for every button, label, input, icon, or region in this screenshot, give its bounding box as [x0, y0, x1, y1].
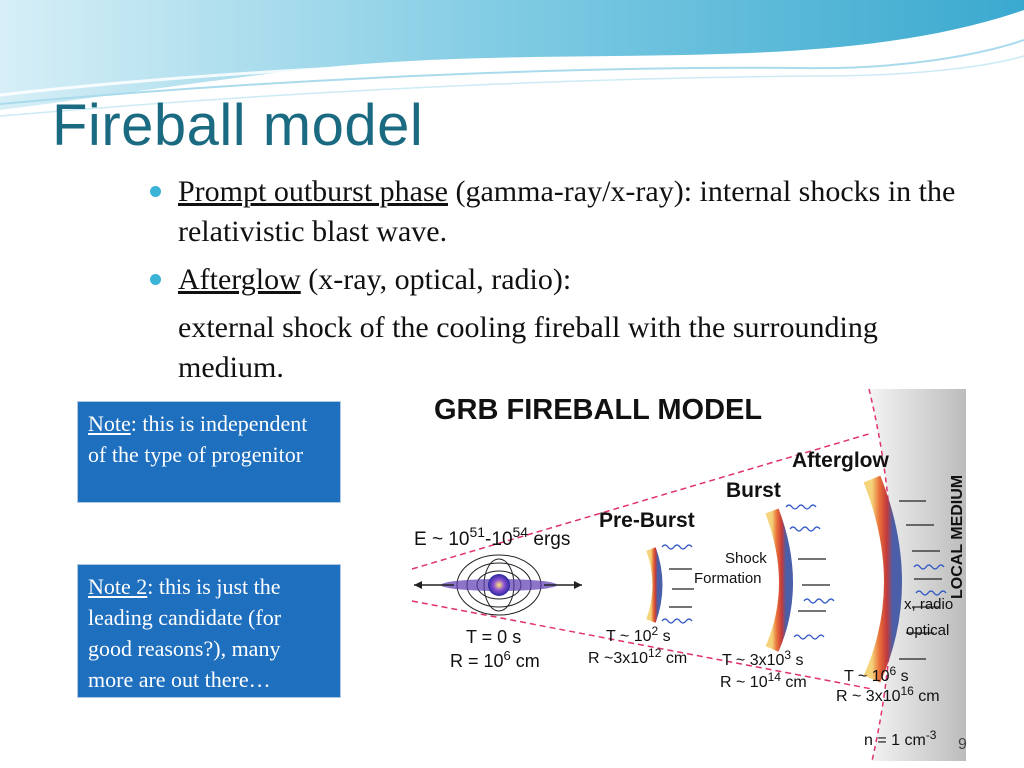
pre-burst-label: Pre-Burst: [599, 509, 695, 532]
burst-label: Burst: [726, 479, 781, 502]
formation-label: Formation: [694, 570, 762, 587]
page-number: 9: [958, 736, 967, 754]
r2-label: R ~ 1014 cm: [720, 670, 807, 691]
note-heading: Note: [88, 411, 131, 436]
bullet-dot-icon: [150, 186, 161, 197]
optical-label: optical: [906, 622, 949, 639]
bullet-prompt-phase: Prompt outburst phase (gamma-ray/x-ray):…: [148, 172, 968, 252]
note-heading: Note 2: [88, 574, 147, 599]
shock-label: Shock: [725, 550, 767, 567]
bullet-heading: Afterglow: [178, 263, 301, 296]
r1-label: R ~3x1012 cm: [588, 646, 687, 667]
bullet-text: (x-ray, optical, radio):: [301, 263, 571, 296]
diagram-title: GRB FIREBALL MODEL: [434, 394, 762, 426]
xradio-label: x, radio: [904, 596, 953, 613]
afterglow-paragraph: external shock of the cooling fireball w…: [148, 308, 968, 388]
grb-fireball-diagram: GRB FIREBALL MODEL E ~ 1051-10: [394, 389, 966, 761]
bullet-list: Prompt outburst phase (gamma-ray/x-ray):…: [148, 172, 968, 388]
afterglow-label: Afterglow: [792, 449, 889, 472]
t2-label: T ~ 3x103 s: [722, 648, 804, 669]
t3-label: T ~ 106 s: [844, 664, 909, 685]
slide-title: Fireball model: [52, 92, 423, 159]
r0-label: R = 106 cm: [450, 648, 540, 671]
bullet-heading: Prompt outburst phase: [178, 175, 448, 208]
note-box-candidate: Note 2: this is just the leading candida…: [77, 564, 341, 698]
t0-label: T = 0 s: [466, 627, 521, 647]
note-box-progenitor: Note: this is independent of the type of…: [77, 401, 341, 503]
bullet-dot-icon: [150, 274, 161, 285]
r3-label: R ~ 3x1016 cm: [836, 684, 940, 705]
bullet-afterglow: Afterglow (x-ray, optical, radio):: [148, 260, 968, 300]
t1-label: T ~ 102 s: [606, 624, 671, 645]
local-medium-label: LOCAL MEDIUM: [949, 475, 966, 599]
